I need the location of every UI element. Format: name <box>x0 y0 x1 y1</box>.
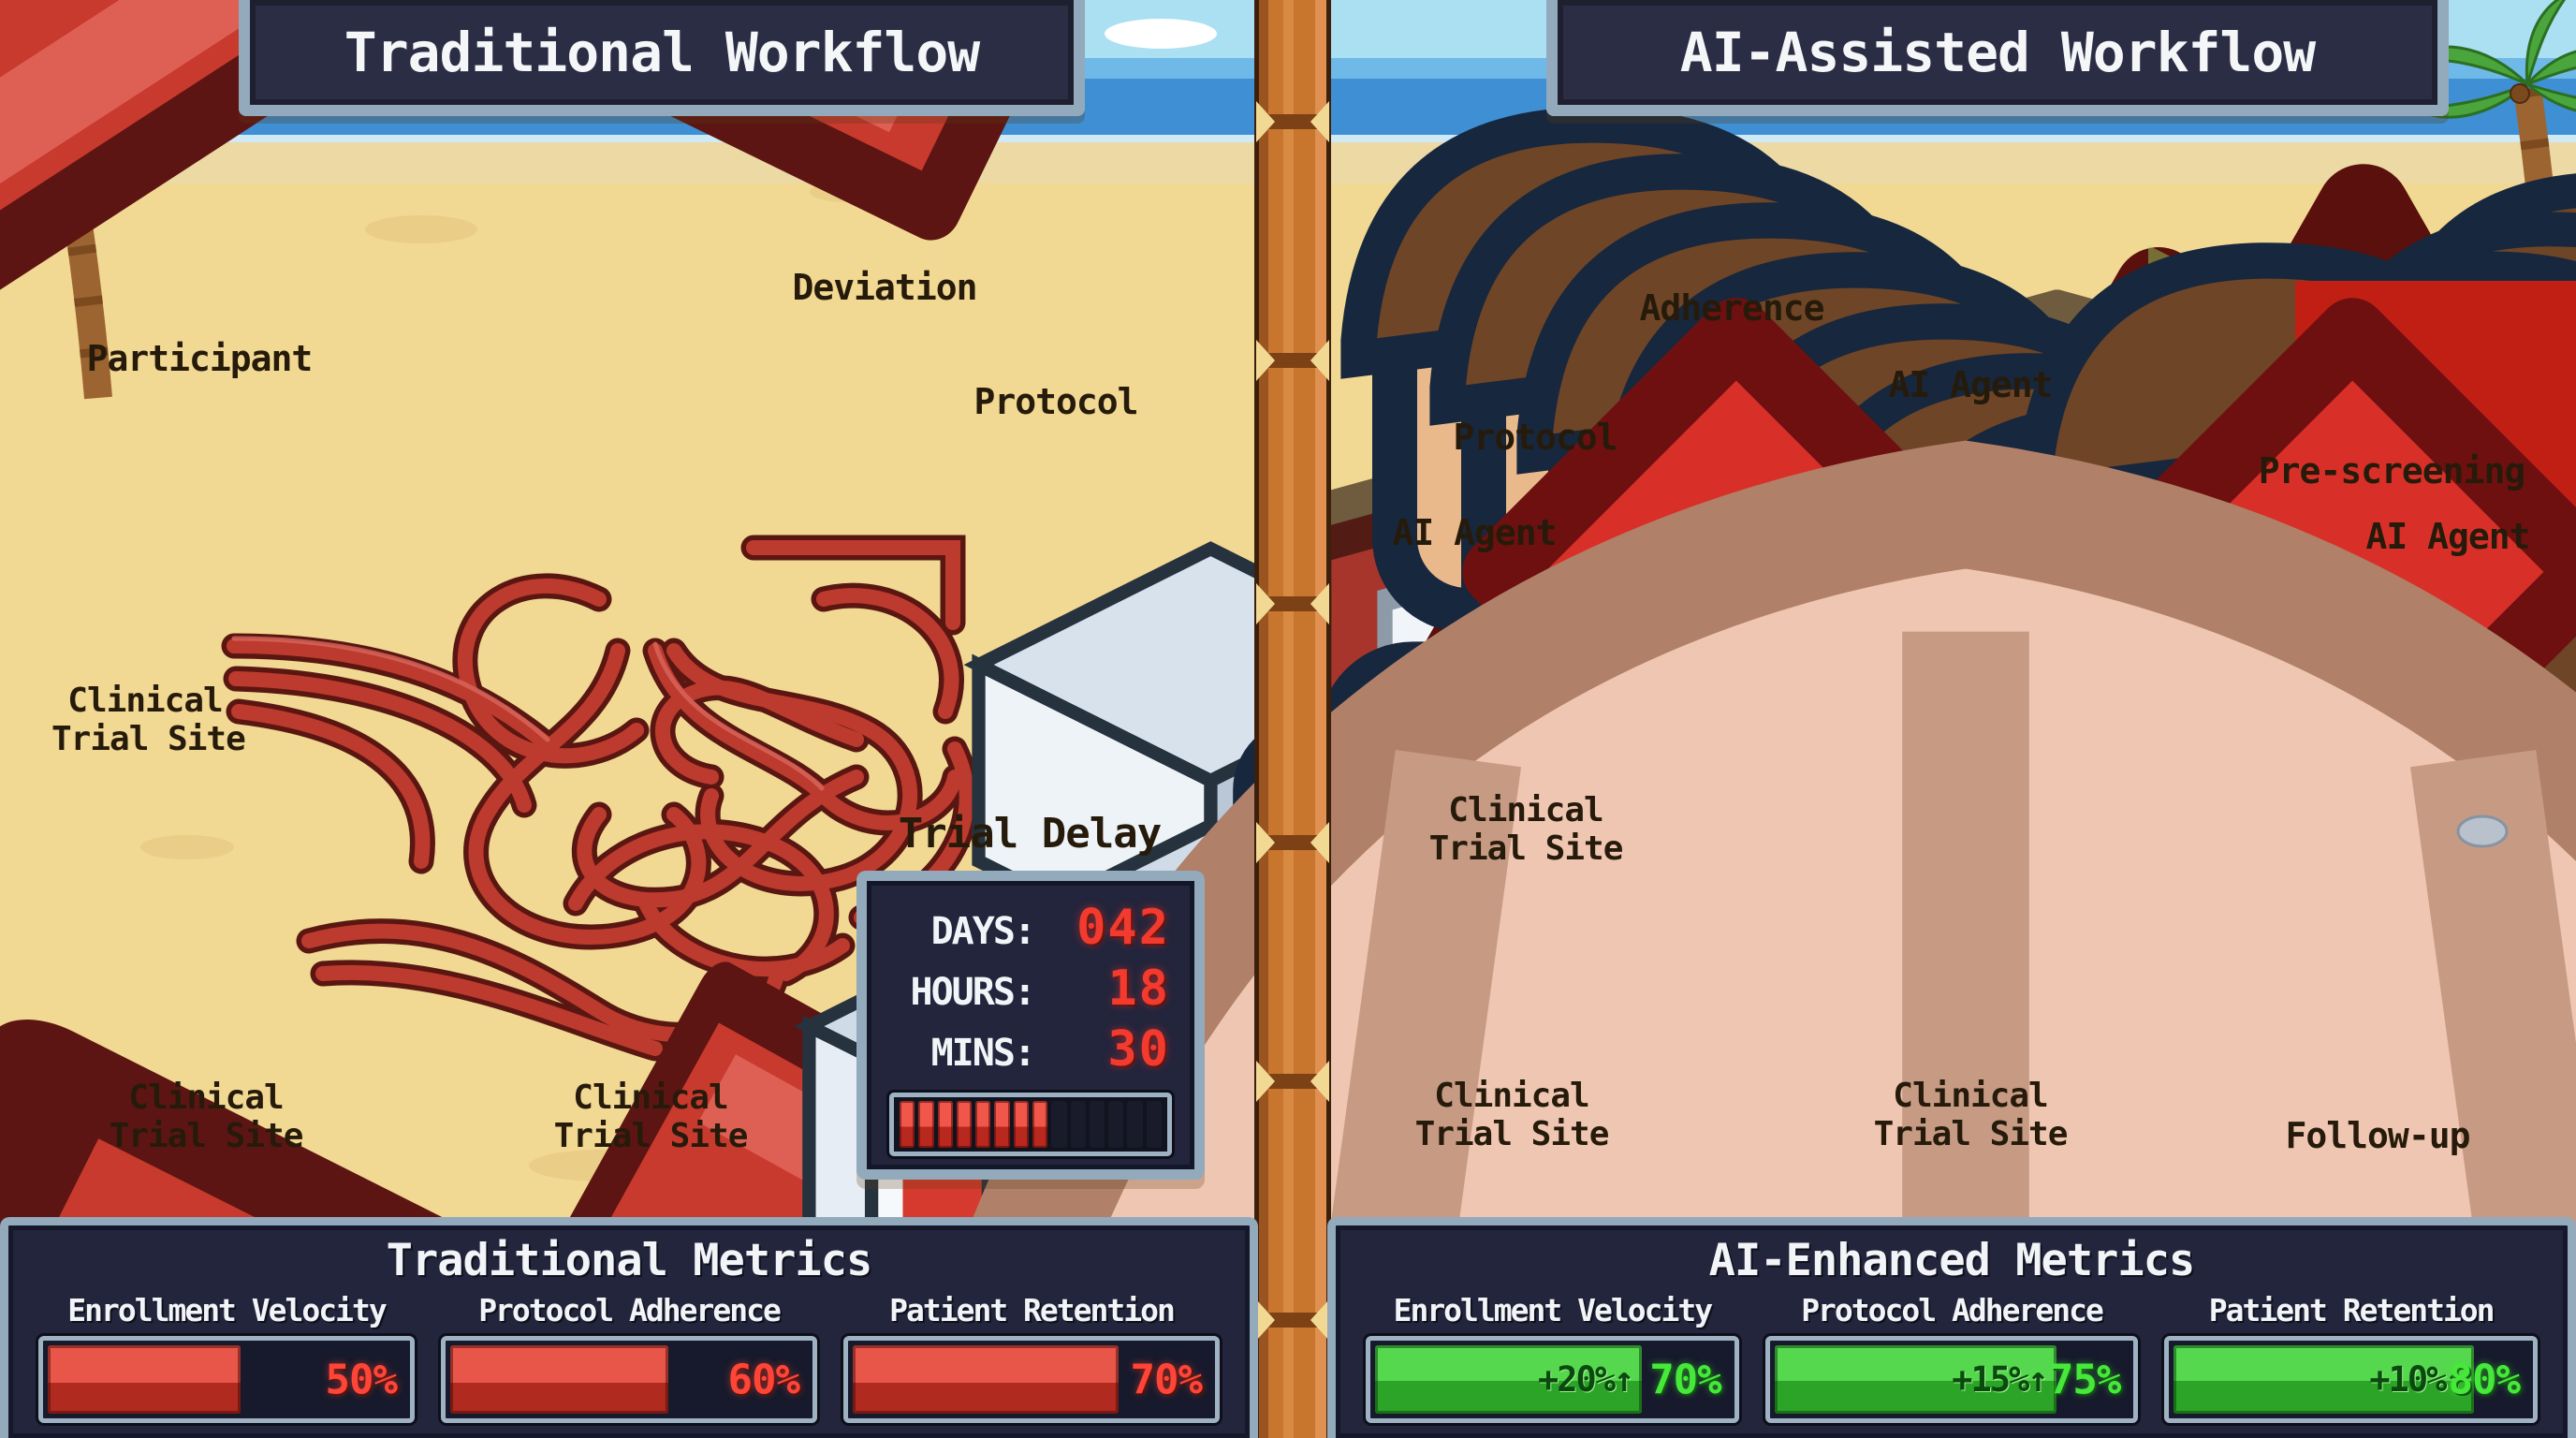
delay-days-value: 042 <box>1076 900 1170 956</box>
right-panel-title: AI-Assisted Workflow <box>1546 0 2449 116</box>
metric-bar: +15% ↑ 75% <box>1764 1336 2139 1423</box>
delay-progress-segment <box>1108 1101 1124 1148</box>
metric-protocol-adherence: Protocol Adherence +15% ↑ 75% <box>1752 1290 2152 1423</box>
delay-days-row: DAYS: 042 <box>867 881 1194 956</box>
delay-progress-segment <box>994 1101 1010 1148</box>
traditional-metrics-panel: Traditional Metrics Enrollment Velocity … <box>0 1217 1258 1438</box>
metric-patient-retention: Patient Retention +10% ↑ 80% <box>2151 1290 2551 1423</box>
metric-bar: 70% <box>843 1336 1220 1423</box>
protocol-label-right: Protocol <box>1453 417 1617 458</box>
red-pipe-tangle <box>221 535 980 1062</box>
metric-bar: +20% ↑ 70% <box>1366 1336 1739 1423</box>
delay-progress-segment <box>1089 1101 1105 1148</box>
left-panel-title: Traditional Workflow <box>239 0 1085 116</box>
participant-label: Participant <box>86 338 314 379</box>
delay-progress-segment <box>975 1101 991 1148</box>
delay-progress-segment <box>1146 1101 1162 1148</box>
trial-delay-title: Trial Delay <box>898 810 1162 858</box>
delay-mins-value: 30 <box>1107 1021 1170 1078</box>
delay-mins-row: MINS: 30 <box>867 1017 1194 1078</box>
delay-progress-segment <box>1032 1101 1048 1148</box>
delay-progress-segment <box>918 1101 934 1148</box>
trial-delay-counter: DAYS: 042 HOURS: 18 MINS: 30 <box>856 871 1205 1180</box>
ai-agent-label-right: AI Agent <box>2365 516 2530 557</box>
up-arrow-icon: ↑ <box>1614 1359 1634 1400</box>
adherence-label: Adherence <box>1639 287 1825 329</box>
delay-mins-label: MINS: <box>930 1032 1036 1075</box>
traditional-metrics-row: Enrollment Velocity 50% Protocol Adheren… <box>8 1286 1250 1438</box>
delay-progress-segment <box>900 1101 915 1148</box>
ai-agent-label-midleft: AI Agent <box>1392 512 1557 553</box>
delay-progress-bar <box>889 1093 1172 1156</box>
delay-hours-value: 18 <box>1107 961 1170 1017</box>
up-arrow-icon: ↑ <box>2445 1359 2466 1400</box>
delay-progress-segment <box>1070 1101 1086 1148</box>
up-arrow-icon: ↑ <box>2027 1359 2048 1400</box>
delay-progress-segment <box>1051 1101 1067 1148</box>
ai-agent-label-top: AI Agent <box>1888 364 2053 405</box>
deviation-label: Deviation <box>792 267 978 308</box>
metric-patient-retention: Patient Retention 70% <box>830 1290 1233 1423</box>
delay-progress-segment <box>937 1101 953 1148</box>
ai-enhanced-metrics-row: Enrollment Velocity +20% ↑ 70% Protocol … <box>1336 1286 2568 1438</box>
metric-enrollment-velocity: Enrollment Velocity 50% <box>25 1290 428 1423</box>
metric-bar: +10% ↑ 80% <box>2164 1336 2539 1423</box>
delay-progress-segment <box>1013 1101 1029 1148</box>
traditional-metrics-title: Traditional Metrics <box>386 1235 873 1286</box>
ai-enhanced-metrics-panel: AI-Enhanced Metrics Enrollment Velocity … <box>1327 1217 2576 1438</box>
follow-up-label: Follow-up <box>2285 1115 2471 1156</box>
metric-protocol-adherence: Protocol Adherence 60% <box>428 1290 830 1423</box>
left-panel-title-text: Traditional Workflow <box>344 21 980 84</box>
metric-bar: 60% <box>441 1336 817 1423</box>
delay-progress-segment <box>956 1101 973 1148</box>
delay-hours-row: HOURS: 18 <box>867 956 1194 1017</box>
delay-hours-label: HOURS: <box>910 971 1036 1014</box>
rock <box>2456 814 2509 848</box>
pre-screening-label: Pre-screening <box>2258 450 2525 492</box>
metric-enrollment-velocity: Enrollment Velocity +20% ↑ 70% <box>1353 1290 1752 1423</box>
beach-decor <box>920 501 2576 1438</box>
bamboo-knots <box>1256 101 1329 1341</box>
bamboo-divider <box>1254 0 1331 1438</box>
protocol-label-left: Protocol <box>973 381 1138 422</box>
right-panel-title-text: AI-Assisted Workflow <box>1679 21 2316 84</box>
delay-days-label: DAYS: <box>930 910 1036 953</box>
ai-enhanced-metrics-title: AI-Enhanced Metrics <box>1708 1235 2196 1286</box>
metric-bar: 50% <box>38 1336 415 1423</box>
delay-progress-segment <box>1127 1101 1143 1148</box>
